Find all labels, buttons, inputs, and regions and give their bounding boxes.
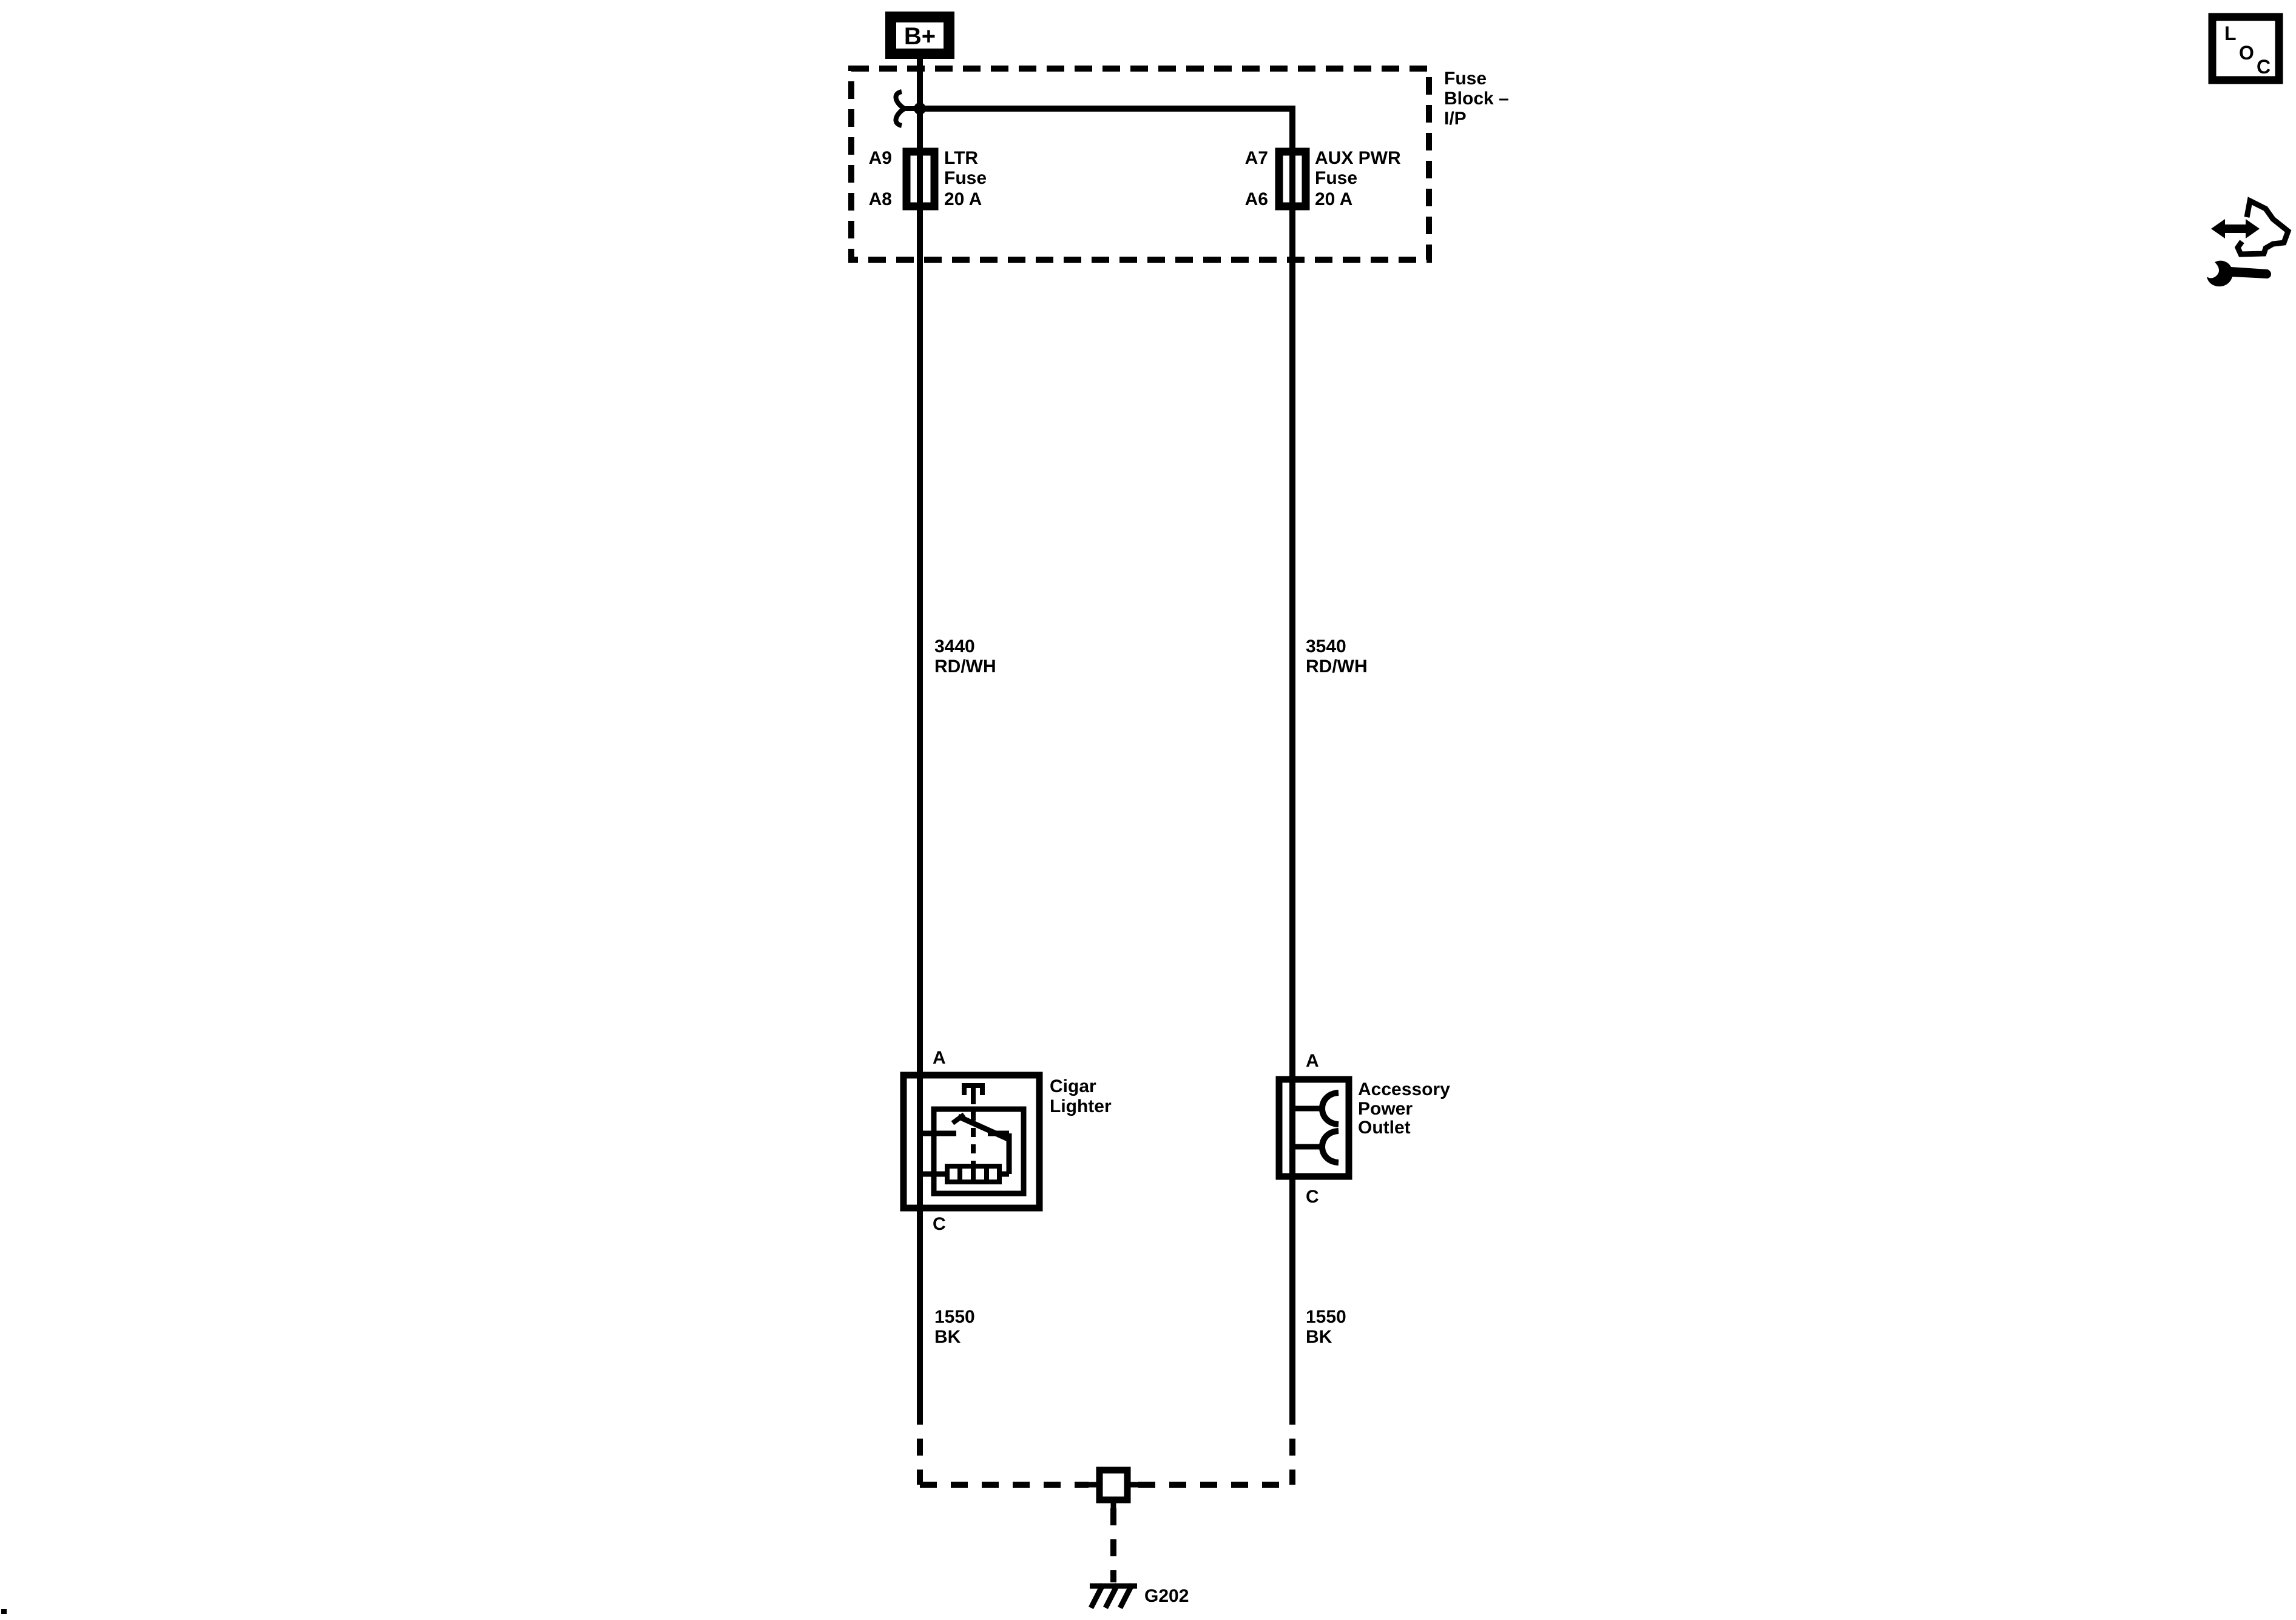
aux-pwr-fuse-name: AUX PWR: [1315, 148, 1401, 168]
color-1550-right: BK: [1306, 1327, 1332, 1347]
resistor-symbol: [945, 1164, 1002, 1184]
loc-letter-l: L: [2224, 22, 2237, 44]
g202-ground-icon: [1088, 1582, 1137, 1610]
wire-top-run-and-right-vertical: [920, 106, 1295, 1408]
wire-label-3540: 3540 RD/WH: [1306, 636, 1368, 677]
cigar-lighter-box: [900, 1072, 1043, 1212]
ltr-fuse-symbol: A9 A8 LTR Fuse 20 A: [869, 147, 987, 211]
fuse-block-name: Fuse Block – I/P: [1444, 69, 1509, 129]
cigar-lighter-name-line2: Lighter: [1050, 1096, 1112, 1116]
fuse-block-name-line1: Fuse: [1444, 69, 1487, 89]
outlet-pin-a-label: A: [1306, 1051, 1319, 1071]
ltr-fuse-kind: Fuse: [944, 168, 987, 188]
outlet-name-line2: Power: [1358, 1099, 1413, 1119]
pin-a8-label: A8: [869, 189, 892, 209]
cigar-lighter-component: A C Cigar Lighter: [900, 1048, 1112, 1234]
wire-label-1550-right: 1550 BK: [1306, 1307, 1346, 1347]
outlet-contact-top-icon: [1292, 1090, 1339, 1127]
wire-label-1550-left: 1550 BK: [934, 1307, 975, 1347]
cigar-lighter-name-line1: Cigar: [1050, 1076, 1096, 1096]
circuit-3540: 3540: [1306, 636, 1346, 656]
pin-a7-label: A7: [1245, 148, 1268, 168]
cigar-pin-c-label: C: [933, 1214, 946, 1234]
aux-pwr-fuse-symbol: A7 A6 AUX PWR Fuse 20 A: [1245, 147, 1401, 211]
aux-pwr-fuse-kind: Fuse: [1315, 168, 1357, 188]
accessory-outlet-box: [1275, 1076, 1352, 1180]
aux-pwr-fuse-rating: 20 A: [1315, 189, 1352, 209]
outlet-name-line3: Outlet: [1358, 1118, 1411, 1138]
accessory-outlet-component: A C Accessory Power Outlet: [1275, 1051, 1450, 1207]
b-plus-label: B+: [904, 23, 936, 50]
outlet-pin-c-label: C: [1306, 1187, 1319, 1207]
fuse-block-name-line3: I/P: [1444, 109, 1467, 129]
wrench-icon: [2207, 260, 2271, 287]
double-arrow-icon: [2211, 219, 2260, 238]
fuse-block-name-line2: Block –: [1444, 89, 1509, 109]
stray-dot: [1, 1609, 7, 1614]
ltr-fuse-name: LTR: [944, 148, 978, 168]
g202-label: G202: [1144, 1586, 1189, 1606]
cigar-pin-a-label: A: [933, 1048, 946, 1068]
branch-hook-icon: [893, 89, 920, 128]
circuit-1550-right: 1550: [1306, 1307, 1346, 1327]
outlet-name-line1: Accessory: [1358, 1079, 1450, 1099]
part-outline-icon: [2234, 197, 2292, 257]
ground-splice-box: [1089, 1466, 1138, 1508]
circuit-3440: 3440: [934, 636, 975, 656]
repair-icon[interactable]: [2207, 197, 2292, 287]
loc-letter-c: C: [2257, 56, 2271, 78]
color-3540: RD/WH: [1306, 656, 1368, 677]
loc-icon[interactable]: L O C: [2208, 13, 2283, 84]
color-3440: RD/WH: [934, 656, 996, 677]
circuit-1550-left: 1550: [934, 1307, 975, 1327]
b-plus-terminal: B+: [885, 12, 954, 59]
outlet-contact-bottom-icon: [1292, 1128, 1339, 1166]
cigar-lighter-inner-box: [931, 1106, 1027, 1196]
heater-element-tip-icon: [962, 1083, 985, 1166]
pin-a6-label: A6: [1245, 189, 1268, 209]
ltr-fuse-rating: 20 A: [944, 189, 982, 209]
color-1550-left: BK: [934, 1327, 961, 1347]
pin-a9-label: A9: [869, 148, 892, 168]
fuse-block-outline: [848, 66, 1432, 263]
loc-letter-o: O: [2239, 42, 2254, 64]
wire-label-3440: 3440 RD/WH: [934, 636, 996, 677]
